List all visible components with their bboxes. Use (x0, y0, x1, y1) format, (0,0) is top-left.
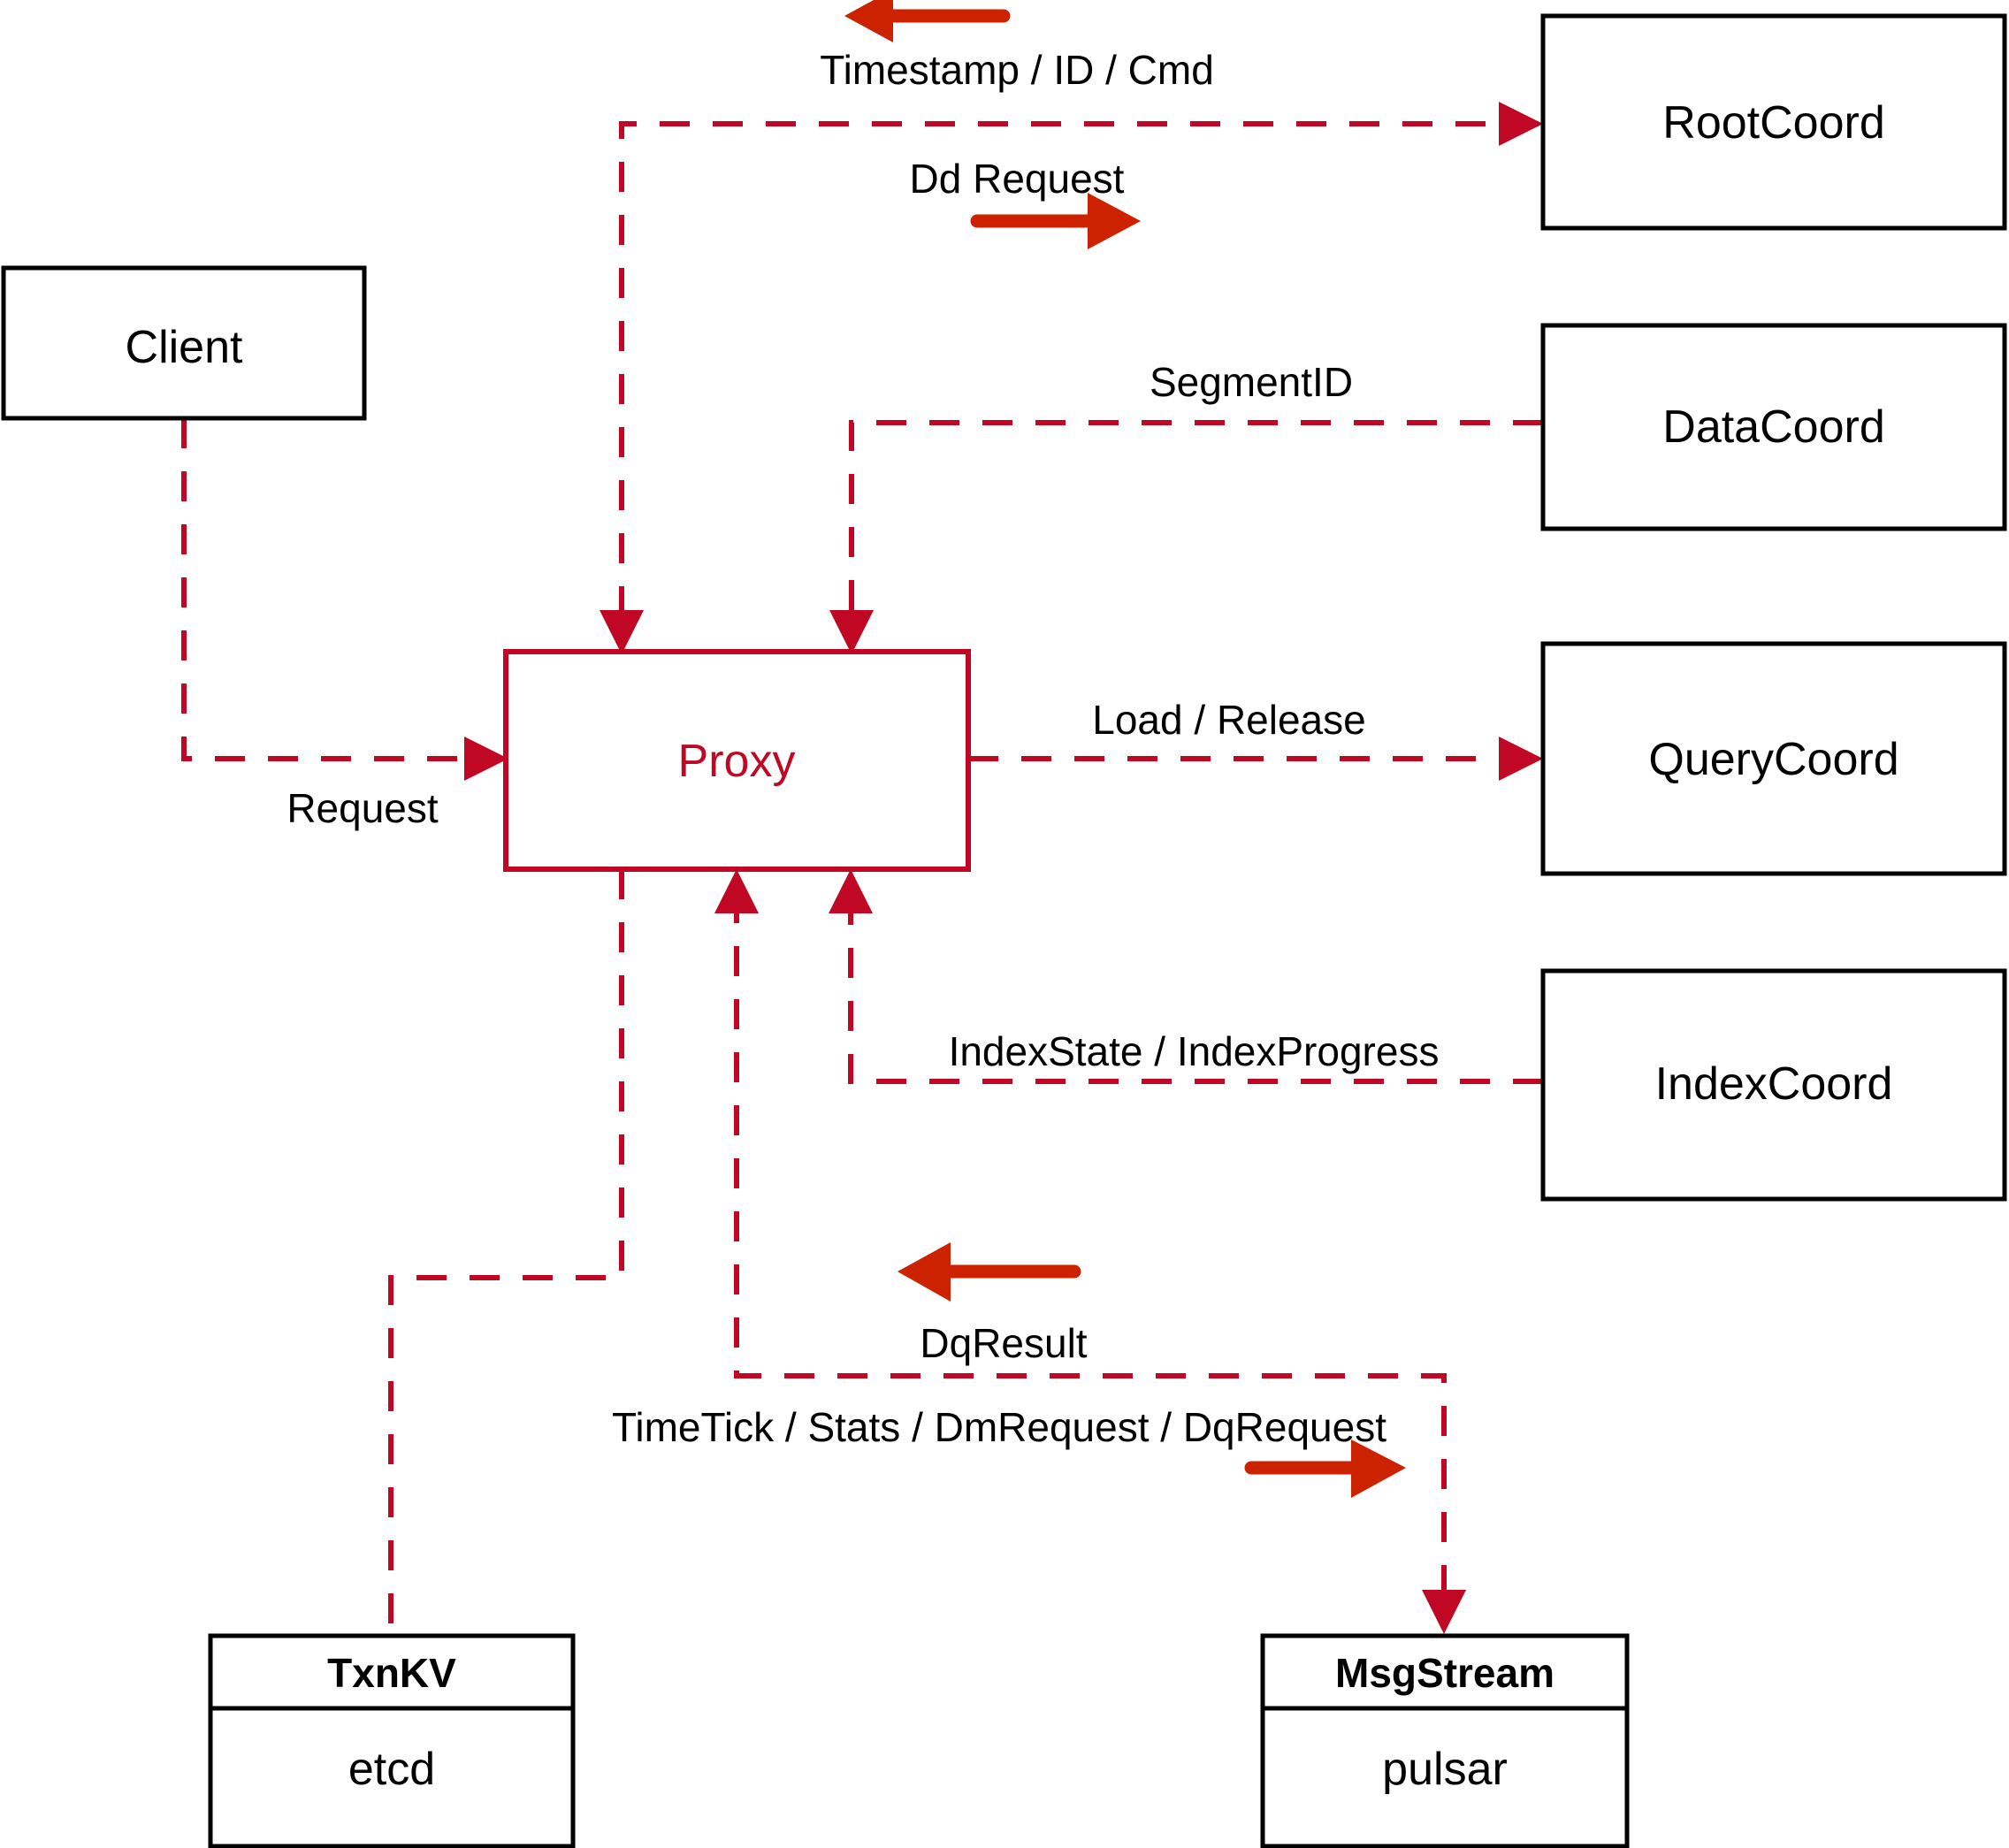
node-rootcoord[interactable]: RootCoord (1540, 13, 2007, 231)
node-querycoord-label: QueryCoord (1648, 734, 1898, 785)
edge-timestamp-id-cmd-path (619, 121, 1539, 628)
direction-arrow-dd-request-right (970, 193, 1141, 249)
node-indexcoord-rect (1540, 968, 2007, 1202)
node-querycoord-rect (1540, 641, 2007, 876)
edge-label-request: Request (286, 785, 439, 831)
node-indexcoord-label: IndexCoord (1655, 1058, 1893, 1110)
edge-index-state-path (848, 893, 1543, 1084)
node-proxy-label: Proxy (678, 736, 796, 787)
edge-label-segment-id: SegmentID (1150, 359, 1353, 405)
edge-segment-id-arrowhead (829, 610, 874, 654)
node-proxy[interactable]: Proxy (503, 649, 971, 872)
node-msgstream-title: MsgStream (1335, 1650, 1554, 1696)
edge-label-dd-request: Dd Request (910, 156, 1125, 202)
node-datacoord[interactable]: DataCoord (1540, 323, 2007, 531)
node-msgstream-rect (1260, 1633, 1630, 1848)
direction-arrow-timetick-right (1244, 1439, 1406, 1498)
edge-label-timestamp-id-cmd: Timestamp / ID / Cmd (820, 47, 1214, 93)
node-txnkv-impl: etcd (348, 1744, 435, 1795)
edge-label-load-release: Load / Release (1092, 697, 1365, 743)
node-datacoord-label: DataCoord (1662, 401, 1884, 453)
edge-load-release-arrowhead (1499, 737, 1543, 781)
edge-timetick-path (734, 893, 1447, 1607)
edge-dqresult-arrowhead (714, 869, 759, 913)
node-proxy-rect (503, 649, 971, 872)
node-msgstream-impl: pulsar (1382, 1744, 1508, 1795)
edge-label-index-state: IndexState / IndexProgress (949, 1028, 1440, 1074)
node-datacoord-rect (1540, 323, 2007, 531)
node-msgstream[interactable]: MsgStream pulsar (1260, 1633, 1630, 1848)
node-client-label: Client (126, 322, 243, 373)
node-client[interactable]: Client (1, 265, 367, 421)
node-querycoord[interactable]: QueryCoord (1540, 641, 2007, 876)
edge-label-dqresult: DqResult (920, 1320, 1087, 1366)
node-indexcoord[interactable]: IndexCoord (1540, 968, 2007, 1202)
edge-segment-id-path (849, 420, 1543, 628)
direction-arrow-timestamp-left (844, 0, 1011, 42)
node-txnkv[interactable]: TxnKV etcd (208, 1633, 576, 1848)
edge-dd-request-arrowhead (1499, 102, 1543, 146)
node-client-rect (1, 265, 367, 421)
edge-timestamp-id-cmd-arrowhead (600, 610, 644, 654)
node-txnkv-title: TxnKV (327, 1650, 456, 1696)
edge-request-arrowhead (464, 737, 508, 781)
node-rootcoord-label: RootCoord (1662, 97, 1884, 149)
edge-timetick-arrowhead (1422, 1590, 1466, 1634)
node-rootcoord-rect (1540, 13, 2007, 231)
edge-request-path (181, 418, 482, 761)
direction-arrow-dqresult-left (898, 1242, 1081, 1302)
node-txnkv-rect (208, 1633, 576, 1848)
edge-txnkv-path (388, 869, 624, 1636)
edge-label-timetick: TimeTick / Stats / DmRequest / DqRequest (612, 1404, 1386, 1450)
edge-index-state-arrowhead (829, 869, 873, 913)
